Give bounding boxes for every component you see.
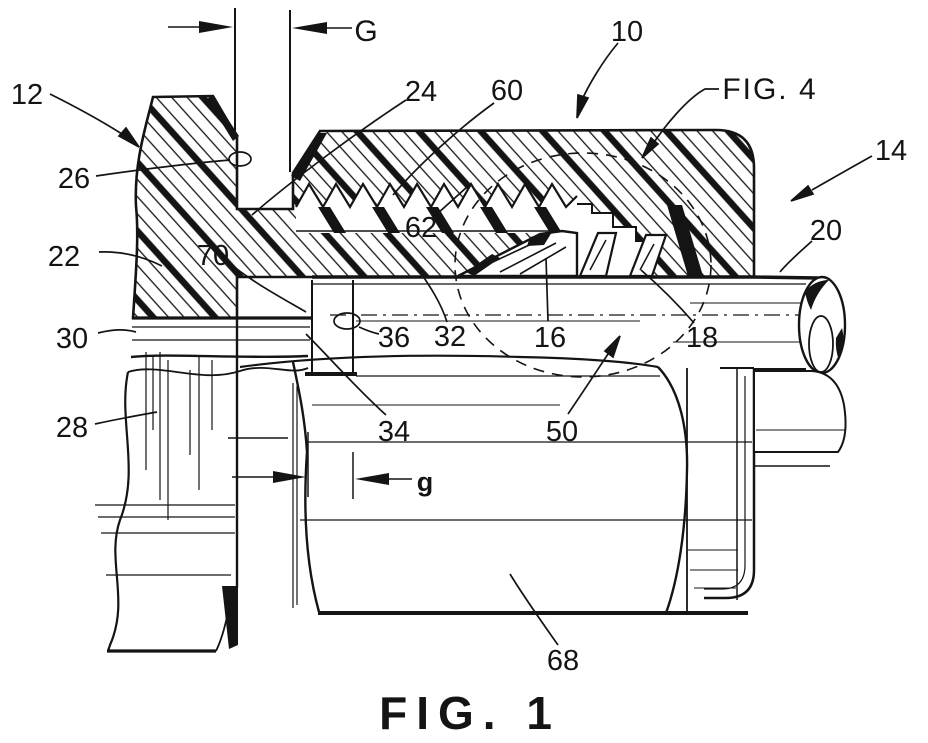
detail-callout-fig4: FIG. 4 xyxy=(722,73,817,106)
tube-shading-streaks xyxy=(145,352,213,520)
nut-lip-band xyxy=(667,205,703,276)
bore-lines xyxy=(312,275,806,322)
ref-label-60: 60 xyxy=(491,75,523,107)
arrowhead-14-icon xyxy=(790,184,815,202)
arrowhead-12-icon xyxy=(117,126,140,148)
arrowhead-10-icon xyxy=(576,93,590,119)
dim-label-G: G xyxy=(354,15,377,48)
reference-labels: 12 26 22 30 28 70 24 60 62 10 14 20 36 3… xyxy=(11,16,907,677)
ref-label-68: 68 xyxy=(547,645,579,677)
ref-label-22: 22 xyxy=(48,241,80,273)
dimension-g: g xyxy=(232,432,433,499)
thread-zigzag xyxy=(295,181,578,210)
left-tube-elevation xyxy=(127,316,312,520)
thread-zone xyxy=(295,181,578,233)
ref-label-20: 20 xyxy=(810,215,842,247)
dim-arrow-left-icon xyxy=(199,21,233,33)
loop-26-icon xyxy=(228,151,252,167)
figure-caption: FIG. 1 xyxy=(379,687,561,739)
right-tube xyxy=(673,275,847,467)
tube-bore-end xyxy=(808,315,834,373)
dim-arrow-right-icon xyxy=(355,473,389,485)
ref-label-12: 12 xyxy=(11,79,43,111)
ref-label-32: 32 xyxy=(434,321,466,353)
arrowhead-fig4-icon xyxy=(641,136,660,159)
ref-label-24: 24 xyxy=(405,76,437,108)
dim-label-g: g xyxy=(417,467,434,497)
ref-label-30: 30 xyxy=(56,323,88,355)
dim-arrow-left-icon xyxy=(273,471,306,483)
nut-elevation xyxy=(239,280,756,615)
stud-end xyxy=(753,370,847,453)
ref-label-26: 26 xyxy=(58,163,90,195)
body-chamfer-edge xyxy=(291,133,327,181)
dim-arrow-right-icon xyxy=(292,22,327,34)
ref-label-50: 50 xyxy=(546,416,578,448)
panel-lower-elevation xyxy=(95,318,288,653)
ref-label-14: 14 xyxy=(875,135,907,167)
panel-slant-edge xyxy=(207,95,239,141)
ref-label-18: 18 xyxy=(686,322,718,354)
tube-break-line xyxy=(127,367,309,377)
ref-label-16: 16 xyxy=(534,322,566,354)
ref-label-28: 28 xyxy=(56,412,88,444)
dimension-G: G xyxy=(168,8,378,172)
leader-lines xyxy=(49,42,873,646)
loop-36-icon xyxy=(333,312,361,330)
ref-label-62: 62 xyxy=(405,212,437,244)
ref-label-36: 36 xyxy=(378,322,410,354)
ref-label-34: 34 xyxy=(378,416,410,448)
arrowhead-50-icon xyxy=(603,335,621,359)
detail-circle-fig4 xyxy=(454,152,712,378)
ref-label-10: 10 xyxy=(611,16,643,48)
ref-label-70: 70 xyxy=(197,240,229,272)
